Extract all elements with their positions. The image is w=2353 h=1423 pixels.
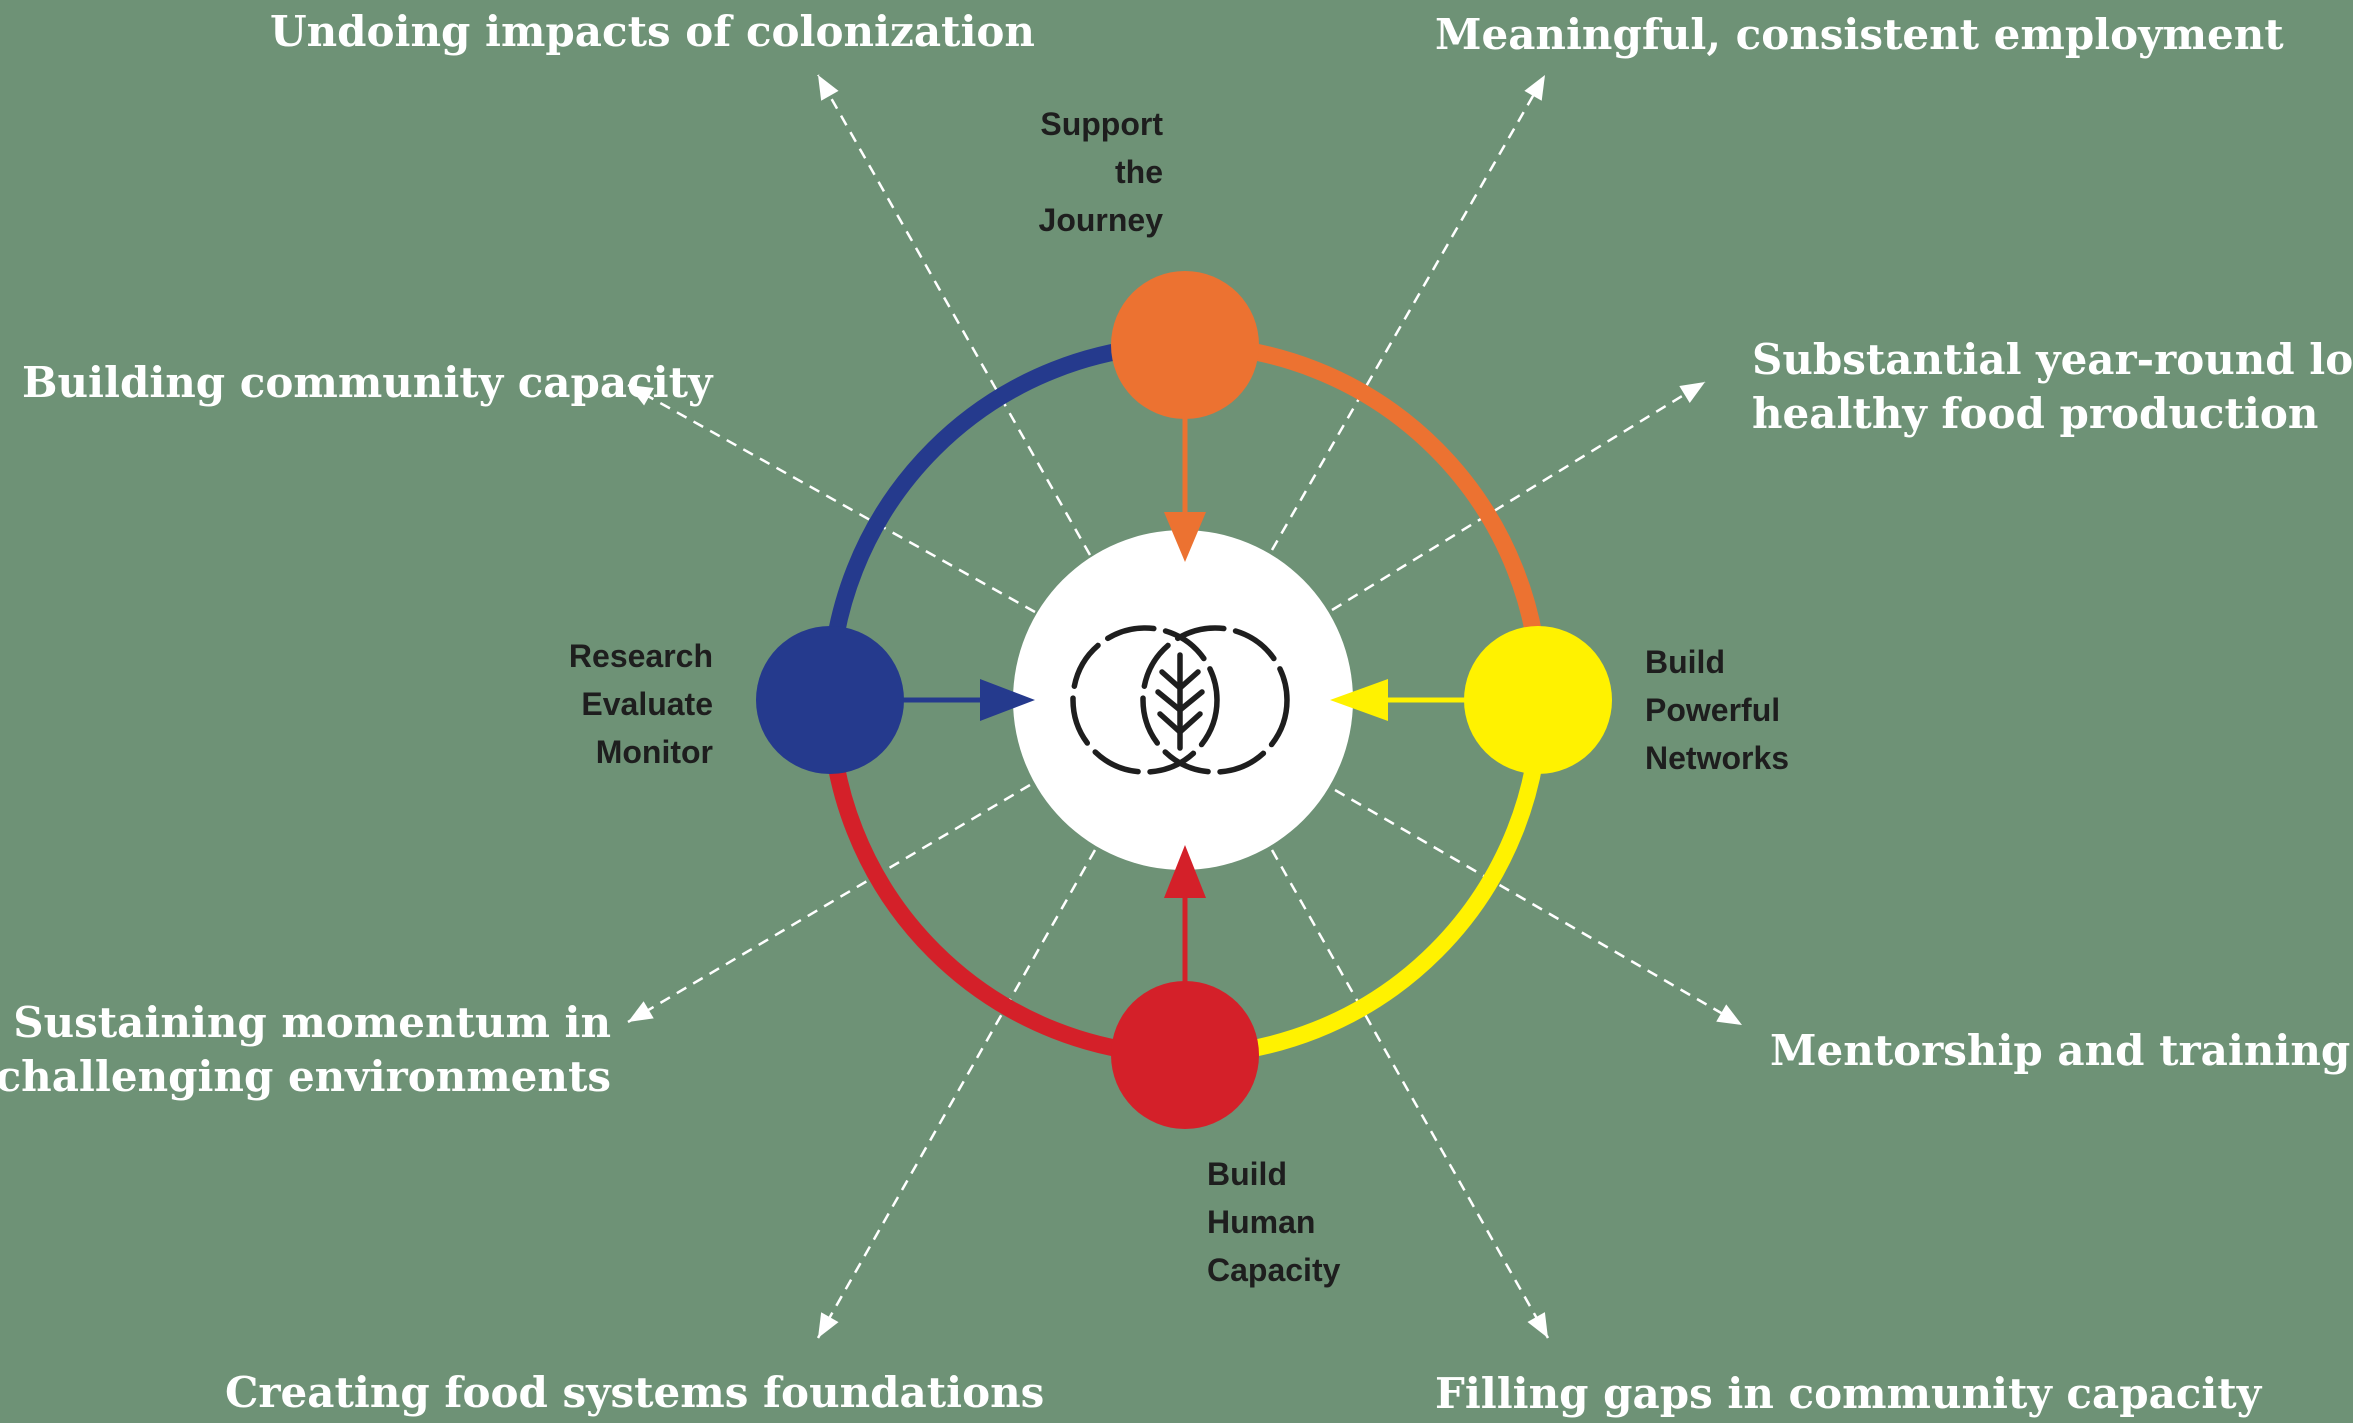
stage-nodes (756, 271, 1612, 1129)
stage-label-line: Build (1645, 644, 1725, 680)
stage-label-line: Research (568, 638, 713, 674)
node-research-evaluate-monitor (756, 626, 904, 774)
stage-label-human: Build Human Capacity (1207, 1150, 1340, 1294)
outcome-line: Building community capacity (22, 358, 713, 407)
arrowhead-food-production (1679, 382, 1705, 404)
outcome-line: Mentorship and training (1770, 1026, 2351, 1075)
outcome-line: Substantial year-round local, (1752, 335, 2353, 384)
stage-label-line: Evaluate (581, 686, 713, 722)
arrowhead-community-capacity (628, 385, 654, 406)
inward-arrowhead-human (1164, 845, 1206, 898)
dashed-arrows (627, 74, 1743, 1339)
outcome-mentorship-training: Mentorship and training (1770, 1024, 2350, 1078)
node-support-the-journey (1111, 271, 1259, 419)
stage-label-line: Networks (1645, 740, 1790, 776)
arrowhead-mentorship (1716, 1004, 1742, 1025)
outcome-food-systems-foundations: Creating food systems foundations (225, 1366, 1044, 1420)
outcome-filling-gaps: Filling gaps in community capacity (1435, 1367, 2261, 1421)
outcome-line: Meaningful, consistent employment (1435, 10, 2284, 59)
ring-arc-orange (1184, 336, 1549, 701)
node-build-powerful-networks (1464, 626, 1612, 774)
inward-arrowhead-research (980, 679, 1035, 721)
stage-label-line: the (1115, 154, 1163, 190)
outcome-meaningful-employment: Meaningful, consistent employment (1435, 8, 2284, 62)
ring (821, 336, 1549, 1064)
dashed-arrow-mentorship (1334, 788, 1743, 1027)
center-circle (1013, 530, 1353, 870)
outcome-food-production: Substantial year-round local, healthy fo… (1752, 333, 2353, 441)
stage-label-line: Support (1040, 106, 1163, 142)
stage-label-line: Monitor (595, 734, 713, 770)
arrowhead-employment (1524, 75, 1545, 101)
arrowhead-colonization (818, 75, 839, 101)
ring-arc-red (821, 699, 1186, 1064)
stage-label-line: Build (1207, 1156, 1287, 1192)
arrowhead-gaps (1527, 1312, 1548, 1338)
arrowhead-foundations (818, 1312, 839, 1338)
outcome-line: healthy food production (1752, 389, 2319, 438)
outcome-line: challenging environments (0, 1052, 611, 1101)
outcome-line: Creating food systems foundations (225, 1368, 1045, 1417)
inward-arrowhead-networks (1330, 679, 1388, 721)
dashed-arrow-community-capacity (627, 383, 1036, 614)
outcome-undoing-colonization: Undoing impacts of colonization (270, 5, 1035, 59)
outcome-building-community-capacity: Building community capacity (22, 356, 712, 410)
dashed-arrow-momentum (627, 783, 1031, 1024)
leaf-in-overlapping-circles-icon (1070, 625, 1290, 775)
stage-label-research: Research Evaluate Monitor (569, 632, 713, 776)
stage-label-networks: Build Powerful Networks (1645, 638, 1789, 782)
outcome-line: Sustaining momentum in (13, 998, 611, 1047)
ring-arc-yellow (1184, 699, 1549, 1064)
dashed-arrow-food-production (1331, 380, 1706, 612)
arrowhead-momentum (628, 1001, 654, 1022)
stage-label-line: Powerful (1645, 692, 1781, 728)
dashed-arrow-employment (1270, 74, 1547, 551)
outcome-sustaining-momentum: Sustaining momentum in challenging envir… (0, 996, 611, 1104)
stage-label-line: Capacity (1207, 1252, 1341, 1288)
stage-label-line: Journey (1038, 202, 1163, 238)
ring-arc-blue (821, 336, 1186, 701)
stage-label-support: Support the Journey (1039, 100, 1163, 244)
dashed-arrow-colonization (816, 74, 1092, 556)
inward-arrowhead-support (1164, 512, 1206, 562)
outcome-line: Filling gaps in community capacity (1435, 1369, 2262, 1418)
stage-label-line: Human (1207, 1204, 1316, 1240)
node-build-human-capacity (1111, 981, 1259, 1129)
dashed-arrow-foundations (816, 849, 1097, 1339)
outcome-line: Undoing impacts of colonization (270, 7, 1035, 56)
